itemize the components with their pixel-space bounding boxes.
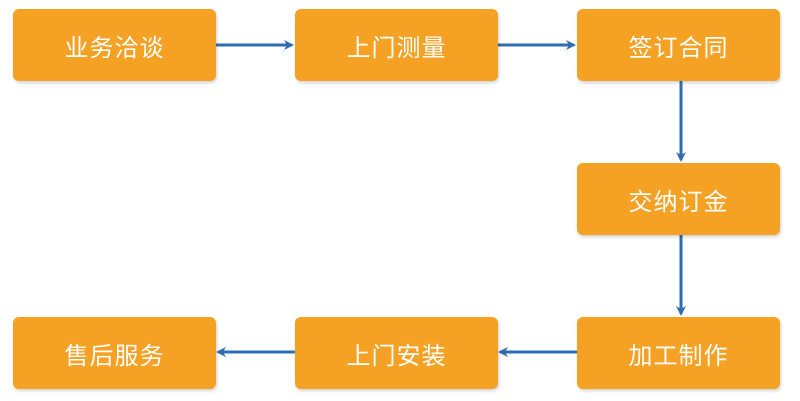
step-sign-contract: 签订合同 — [577, 9, 780, 81]
step-pay-deposit: 交纳订金 — [577, 163, 780, 235]
step-label: 业务洽谈 — [64, 33, 165, 62]
step-label: 上门测量 — [346, 33, 447, 62]
step-label: 上门安装 — [346, 341, 447, 370]
step-label: 签订合同 — [628, 33, 729, 62]
step-manufacturing: 加工制作 — [577, 317, 780, 389]
step-label: 加工制作 — [628, 341, 729, 370]
step-after-sales-service: 售后服务 — [13, 317, 216, 389]
step-label: 交纳订金 — [628, 187, 729, 216]
step-onsite-installation: 上门安装 — [295, 317, 498, 389]
step-label: 售后服务 — [64, 341, 165, 370]
step-business-negotiation: 业务洽谈 — [13, 9, 216, 81]
step-onsite-measurement: 上门测量 — [295, 9, 498, 81]
